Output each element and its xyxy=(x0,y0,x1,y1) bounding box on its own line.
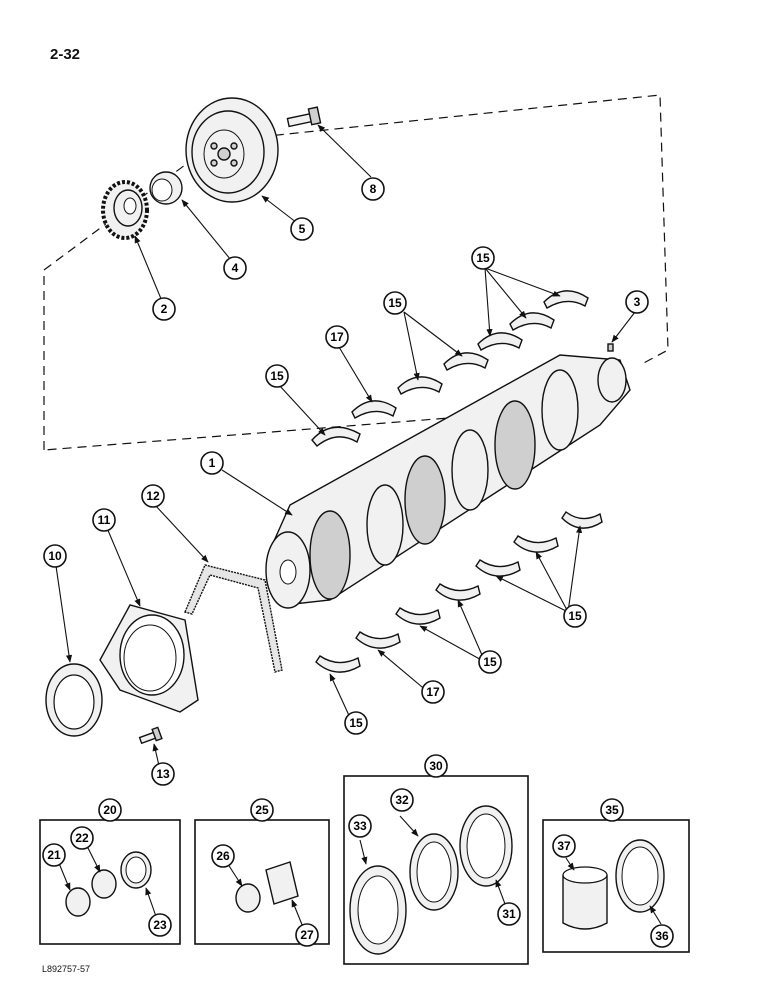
callout-25: 25 xyxy=(250,798,274,822)
pulley-bolt xyxy=(286,106,322,128)
callout-2: 2 xyxy=(152,297,176,321)
rear-cover-gasket xyxy=(184,564,283,673)
svg-text:8: 8 xyxy=(370,182,377,196)
callout-11: 11 xyxy=(92,508,116,532)
callout-20: 20 xyxy=(98,798,122,822)
svg-text:35: 35 xyxy=(605,803,619,817)
svg-text:15: 15 xyxy=(270,369,284,383)
svg-text:17: 17 xyxy=(330,330,344,344)
crankshaft xyxy=(265,354,631,609)
callout-10: 10 xyxy=(43,544,67,568)
callout-37: 37 xyxy=(552,834,576,858)
svg-text:23: 23 xyxy=(153,918,167,932)
callout-36: 36 xyxy=(650,924,674,948)
callout-15-top-mid: 15 xyxy=(383,291,407,315)
svg-text:25: 25 xyxy=(255,803,269,817)
crankshaft-gear xyxy=(101,180,149,240)
callout-31: 31 xyxy=(497,902,521,926)
callout-15-top-right: 15 xyxy=(471,246,495,270)
svg-text:27: 27 xyxy=(300,928,314,942)
lower-main-bearings xyxy=(315,510,603,673)
callout-35: 35 xyxy=(600,798,624,822)
svg-text:31: 31 xyxy=(502,907,516,921)
callout-4: 4 xyxy=(223,256,247,280)
callout-15-bottom-right: 15 xyxy=(563,604,587,628)
kit-box-20 xyxy=(39,819,181,945)
svg-text:11: 11 xyxy=(98,513,111,527)
callout-23: 23 xyxy=(148,913,172,937)
svg-text:12: 12 xyxy=(146,489,160,503)
housing-bolt xyxy=(138,726,163,745)
callout-17-bottom: 17 xyxy=(421,680,445,704)
callout-30: 30 xyxy=(424,754,448,778)
svg-text:30: 30 xyxy=(429,759,443,773)
svg-text:20: 20 xyxy=(103,803,117,817)
callout-5: 5 xyxy=(290,217,314,241)
svg-text:22: 22 xyxy=(75,831,89,845)
kit-box-30 xyxy=(343,775,529,965)
figure-code: L892757-57 xyxy=(42,964,91,974)
front-assembly-outline xyxy=(43,94,669,451)
svg-text:15: 15 xyxy=(476,251,490,265)
callout-15-bottom-left: 15 xyxy=(344,711,368,735)
rear-seal-housing xyxy=(99,604,199,713)
svg-text:26: 26 xyxy=(216,849,230,863)
svg-text:21: 21 xyxy=(47,848,61,862)
svg-text:10: 10 xyxy=(48,549,62,563)
callout-27: 27 xyxy=(295,923,319,947)
dowel-pin xyxy=(607,343,614,352)
svg-text:15: 15 xyxy=(568,609,582,623)
leader-lines xyxy=(55,124,636,771)
callout-15-top-left: 15 xyxy=(265,364,289,388)
svg-text:32: 32 xyxy=(395,793,409,807)
callout-8: 8 xyxy=(361,177,385,201)
callout-26: 26 xyxy=(211,844,235,868)
svg-text:37: 37 xyxy=(557,839,571,853)
svg-text:13: 13 xyxy=(156,767,170,781)
callout-32: 32 xyxy=(390,788,414,812)
seal-sleeve xyxy=(149,171,183,205)
svg-text:33: 33 xyxy=(353,819,367,833)
callout-17-top: 17 xyxy=(325,325,349,349)
callout-33: 33 xyxy=(348,814,372,838)
kit-box-35 xyxy=(542,819,690,953)
callout-12: 12 xyxy=(141,484,165,508)
svg-text:15: 15 xyxy=(388,296,402,310)
callout-15-bottom-mid: 15 xyxy=(478,650,502,674)
callout-22: 22 xyxy=(70,826,94,850)
svg-text:15: 15 xyxy=(349,716,363,730)
svg-text:3: 3 xyxy=(634,295,641,309)
svg-text:36: 36 xyxy=(655,929,669,943)
svg-text:5: 5 xyxy=(299,222,306,236)
callout-21: 21 xyxy=(42,843,66,867)
svg-text:15: 15 xyxy=(483,655,497,669)
crankshaft-pulley xyxy=(185,97,279,203)
page-number: 2-32 xyxy=(50,46,81,63)
svg-text:4: 4 xyxy=(232,261,239,275)
callout-13: 13 xyxy=(151,762,175,786)
callout-3: 3 xyxy=(625,290,649,314)
svg-text:17: 17 xyxy=(426,685,440,699)
callout-1: 1 xyxy=(200,451,224,475)
rear-seal xyxy=(45,663,103,737)
svg-text:2: 2 xyxy=(161,302,168,316)
svg-text:1: 1 xyxy=(209,456,216,470)
